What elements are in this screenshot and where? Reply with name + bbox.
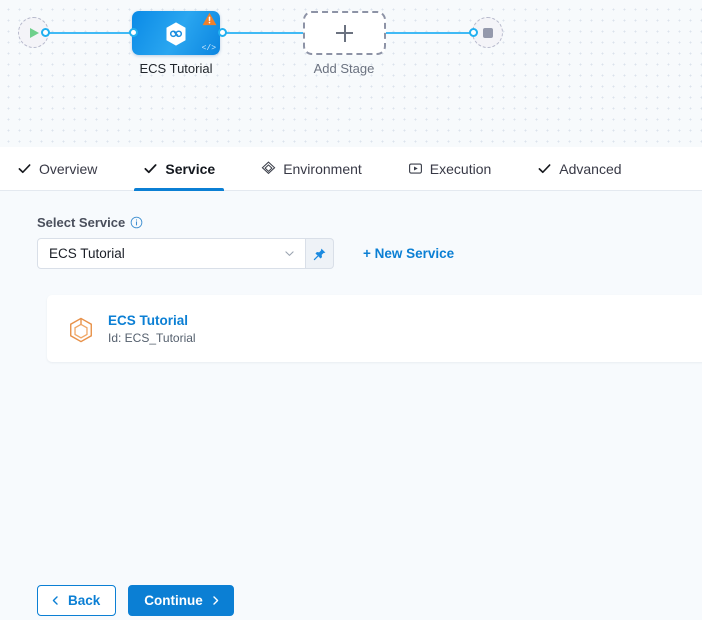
check-icon: [144, 164, 157, 174]
add-stage-label: Add Stage: [313, 61, 375, 76]
tab-environment[interactable]: Environment: [261, 147, 378, 191]
edge-add-to-end: [386, 32, 472, 34]
plus-icon-vertical: [343, 24, 346, 42]
service-card-id: Id: ECS_Tutorial: [108, 331, 196, 345]
check-icon: [538, 164, 551, 174]
info-icon[interactable]: [130, 216, 143, 229]
service-panel: Select Service ECS Tutorial + New Servic…: [0, 191, 702, 620]
end-node-input-port[interactable]: [469, 28, 478, 37]
back-button-label: Back: [68, 593, 101, 608]
add-stage-node[interactable]: [303, 11, 386, 55]
code-brackets-icon[interactable]: </>: [201, 44, 216, 53]
continue-button[interactable]: Continue: [128, 585, 234, 616]
stage-config-tabs: Overview Service Environment Execution A…: [0, 147, 702, 191]
back-button[interactable]: Back: [37, 585, 117, 616]
tab-advanced[interactable]: Advanced: [537, 147, 637, 191]
service-select-row: ECS Tutorial + New Service: [37, 238, 702, 269]
stop-icon: [482, 27, 493, 38]
tab-service[interactable]: Service: [134, 147, 231, 191]
service-card-row[interactable]: ECS Tutorial Id: ECS_Tutorial: [47, 313, 702, 346]
service-card-text: ECS Tutorial Id: ECS_Tutorial: [108, 313, 196, 346]
warning-triangle-icon[interactable]: [202, 12, 217, 26]
check-icon: [18, 164, 31, 174]
stage-node-label: ECS Tutorial: [139, 61, 213, 76]
tab-overview-label: Overview: [39, 160, 98, 177]
selected-service-card: ECS Tutorial Id: ECS_Tutorial: [47, 295, 702, 362]
stage-input-port[interactable]: [129, 28, 138, 37]
stage-output-port[interactable]: [218, 28, 227, 37]
select-service-label-text: Select Service: [37, 215, 126, 230]
play-icon: [30, 27, 39, 38]
service-select-value: ECS Tutorial: [49, 246, 125, 261]
select-service-label: Select Service: [37, 215, 702, 230]
edge-stage-to-add: [222, 32, 304, 34]
play-box-icon: [408, 163, 422, 174]
harness-hexagon-icon: [166, 22, 186, 46]
tab-execution-label: Execution: [429, 160, 492, 177]
pin-icon: [313, 248, 325, 260]
chevron-down-icon: [285, 251, 294, 256]
tab-service-label: Service: [165, 160, 216, 177]
chevron-left-icon: [52, 596, 58, 605]
service-card-name[interactable]: ECS Tutorial: [108, 313, 189, 328]
service-select[interactable]: ECS Tutorial: [37, 238, 306, 269]
cube-hexagon-icon: [70, 317, 92, 342]
start-node-output-port[interactable]: [41, 28, 50, 37]
pipeline-stage-node[interactable]: </>: [132, 11, 220, 55]
pin-service-button[interactable]: [306, 238, 334, 269]
layers-diamond-icon: [261, 161, 276, 175]
tab-overview[interactable]: Overview: [17, 147, 113, 191]
new-service-link[interactable]: + New Service: [363, 246, 455, 261]
continue-button-label: Continue: [144, 593, 203, 608]
edge-start-to-stage: [44, 32, 134, 34]
chevron-right-icon: [213, 596, 219, 605]
tab-execution[interactable]: Execution: [408, 147, 507, 191]
tab-environment-label: Environment: [283, 160, 362, 177]
wizard-footer-buttons: Back Continue: [37, 585, 234, 616]
tab-advanced-label: Advanced: [559, 160, 622, 177]
pipeline-canvas[interactable]: </> ECS Tutorial Add Stage: [0, 0, 702, 147]
